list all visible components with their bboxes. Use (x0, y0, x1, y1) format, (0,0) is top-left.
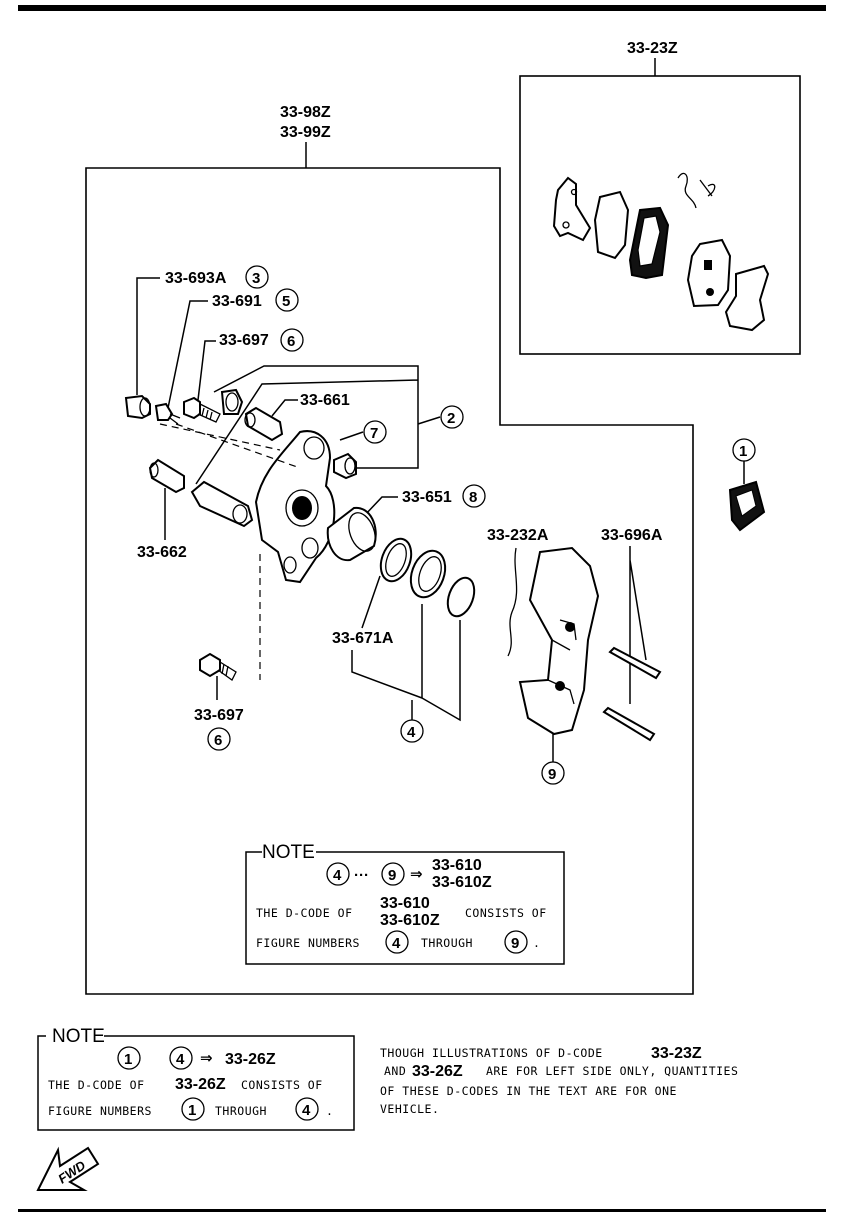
bleeder-cap (124, 394, 151, 420)
note1-arrow: ⇒ (410, 866, 423, 883)
note2-arrow: ⇒ (200, 1050, 213, 1067)
callout-232a-code: 33-232A (487, 527, 549, 544)
note2-line2-prefix: THE D-CODE OF (48, 1078, 145, 1092)
pad-plate-left (593, 190, 630, 260)
callout-697-top-code: 33-697 (219, 332, 269, 349)
note1-line2-code-1: 33-610 (380, 895, 430, 912)
side-text-l1-code: 33-23Z (651, 1045, 702, 1062)
note1-line3-to: 9 (511, 935, 519, 952)
note1-to: 9 (388, 867, 396, 884)
callout-651-num: 8 (469, 489, 477, 506)
callout-662-code: 33-662 (137, 544, 187, 561)
note1-from: 4 (333, 867, 342, 884)
note1-line3-from: 4 (392, 935, 401, 952)
retaining-pin-2 (602, 706, 656, 742)
note1-line2-prefix: THE D-CODE OF (256, 906, 353, 920)
spring-clip (677, 172, 716, 209)
callout-7-num: 7 (370, 425, 378, 442)
bleeder-screw (154, 402, 174, 421)
callout-9-num: 9 (548, 766, 556, 783)
note2-line3-from: 1 (188, 1102, 196, 1119)
shim-left (552, 176, 592, 242)
bolt-top (183, 396, 201, 420)
note1-title: NOTE (262, 842, 315, 863)
fwd-arrow-icon: FWD (36, 1146, 100, 1191)
caliper-label-2: 33-99Z (280, 124, 331, 141)
side-text-l2-code: 33-26Z (412, 1063, 463, 1080)
pads-kit-label: 33-23Z (627, 40, 678, 57)
side-text-l2-prefix: AND (384, 1064, 406, 1078)
note1-code-1: 33-610 (432, 857, 482, 874)
callout-691-num: 5 (282, 293, 290, 310)
callout-697-top-num: 6 (287, 333, 295, 350)
pads-kit-box (519, 75, 801, 355)
caliper-label-1: 33-98Z (280, 104, 331, 121)
callout-697-bottom-code: 33-697 (194, 707, 244, 724)
callout-697-bottom-num: 6 (214, 732, 222, 749)
bolt-bottom (199, 652, 221, 678)
note2-line2-suffix: CONSISTS OF (241, 1078, 323, 1092)
callout-693a-code: 33-693A (165, 270, 227, 287)
bottom-rule (18, 1209, 826, 1212)
note2-code: 33-26Z (225, 1051, 276, 1068)
note2-line3-to: 4 (302, 1102, 311, 1119)
note1-line2-code-2: 33-610Z (380, 912, 440, 929)
side-text-l4: VEHICLE. (380, 1102, 439, 1116)
retaining-pin-1 (608, 646, 662, 680)
side-text-l2-suffix: ARE FOR LEFT SIDE ONLY, QUANTITIES (486, 1064, 738, 1078)
note2-to: 4 (176, 1051, 185, 1068)
callout-651-code: 33-651 (402, 489, 452, 506)
side-text-l1-prefix: THOUGH ILLUSTRATIONS OF D-CODE (380, 1046, 603, 1060)
o-ring (446, 576, 476, 618)
note1-line3-end: . (533, 936, 540, 950)
note2-line3-prefix: FIGURE NUMBERS (48, 1104, 152, 1118)
note1-line3-prefix: FIGURE NUMBERS (256, 936, 360, 950)
top-rule (18, 5, 826, 11)
note2-line2-code: 33-26Z (175, 1076, 226, 1093)
note1-line2-suffix: CONSISTS OF (465, 906, 547, 920)
note1-line3-mid: THROUGH (421, 936, 473, 950)
shim-right (724, 264, 770, 332)
callout-4-num: 4 (407, 724, 416, 741)
callout-696a-code: 33-696A (601, 527, 663, 544)
note1-code-2: 33-610Z (432, 874, 492, 891)
pin-boot-lower (190, 480, 254, 528)
callout-691-code: 33-691 (212, 293, 262, 310)
piston-seal (379, 537, 413, 583)
note2-from: 1 (124, 1051, 132, 1068)
brake-pad-outer (686, 238, 732, 308)
caliper-housing (518, 546, 600, 736)
side-text-l3: OF THESE D-CODES IN THE TEXT ARE FOR ONE (380, 1084, 677, 1098)
note2-line3-end: . (326, 1104, 333, 1118)
note2-line3-mid: THROUGH (215, 1104, 267, 1118)
note1-box (245, 851, 565, 965)
note2-box (37, 1035, 355, 1131)
callout-2-num: 2 (447, 410, 455, 427)
callout-671a-code: 33-671A (332, 630, 394, 647)
caliper-box (85, 167, 694, 995)
note2-title: NOTE (52, 1026, 105, 1047)
callout-1-num: 1 (739, 443, 747, 460)
callout-693a-num: 3 (252, 270, 260, 287)
callout-661-code: 33-661 (300, 392, 350, 409)
note1-dots: ··· (354, 867, 369, 884)
